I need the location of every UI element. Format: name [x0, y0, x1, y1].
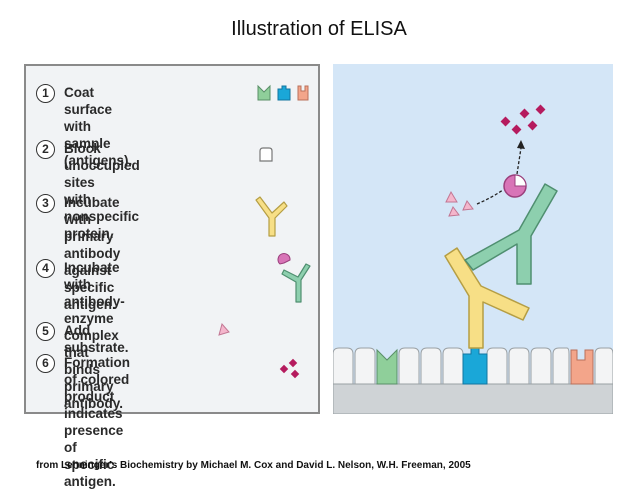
antibody-enzyme-complex-icon — [277, 253, 311, 303]
substrate-molecule — [448, 206, 460, 217]
enzyme-active-site — [514, 174, 527, 187]
page-title: Illustration of ELISA — [231, 18, 407, 40]
primary-antibody-icon — [255, 196, 288, 237]
step-4-number: 4 — [36, 259, 55, 278]
step-2-number: 2 — [36, 140, 55, 159]
blocking-protein-row — [333, 347, 613, 385]
elisa-scene — [333, 64, 613, 414]
step-2-text: Block unoccupied sites with nonspecific … — [64, 141, 140, 241]
substrate-molecule — [462, 200, 474, 211]
orange-antigen-icon — [297, 85, 309, 101]
orange-antigen — [570, 349, 594, 385]
steps-panel: 1 Coat surface with sample (antigens). 2… — [24, 64, 320, 489]
blue-antigen — [462, 347, 488, 385]
arrow-head-icon — [517, 140, 525, 149]
step-1-text: Coat surface with sample (antigens). — [64, 85, 133, 168]
step-4-text: Incubate with antibody-enzyme complex th… — [64, 260, 125, 411]
product-arrow — [516, 147, 522, 175]
primary-antibody — [444, 247, 530, 349]
substrate-arrow — [476, 189, 504, 205]
secondary-antibody — [464, 183, 558, 285]
green-antigen-icon — [257, 84, 271, 101]
step-3-number: 3 — [36, 194, 55, 213]
colored-product-icon — [279, 358, 300, 379]
step-6-number: 6 — [36, 354, 55, 373]
step-3-text: Incubate with primary antibody against s… — [64, 195, 121, 312]
green-antigen — [376, 348, 398, 385]
substrate-icon — [218, 322, 230, 336]
step-5-number: 5 — [36, 322, 55, 341]
blue-antigen-icon — [277, 85, 291, 101]
blocking-protein-icon — [259, 147, 273, 162]
well-surface — [333, 383, 613, 414]
antigen-icons — [257, 84, 309, 101]
step-1-number: 1 — [36, 84, 55, 103]
step-5-text: Add substrate. — [64, 323, 129, 355]
substrate-molecule — [445, 190, 458, 203]
source-credit: from Lehninger's Biochemistry by Michael… — [36, 460, 471, 471]
